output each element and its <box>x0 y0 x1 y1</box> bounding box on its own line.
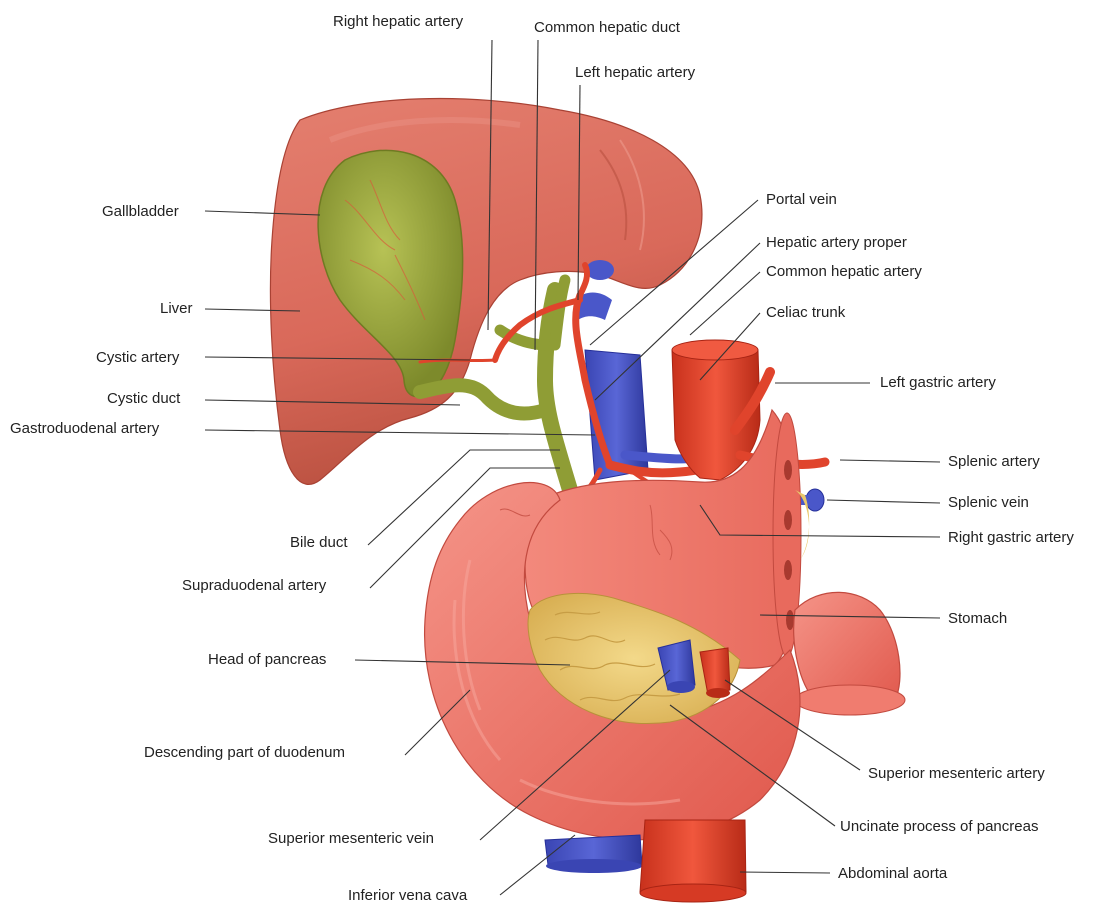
label-superior-mesenteric-vein: Superior mesenteric vein <box>268 830 434 847</box>
label-portal-vein: Portal vein <box>766 191 837 208</box>
label-descending-duodenum: Descending part of duodenum <box>144 744 345 761</box>
label-right-gastric-artery: Right gastric artery <box>948 529 1074 546</box>
label-superior-mesenteric-artery: Superior mesenteric artery <box>868 765 1045 782</box>
label-splenic-artery: Splenic artery <box>948 453 1040 470</box>
label-common-hepatic-duct: Common hepatic duct <box>534 19 681 36</box>
label-stomach: Stomach <box>948 610 1007 627</box>
label-bile-duct: Bile duct <box>290 534 348 551</box>
label-liver: Liver <box>160 300 193 317</box>
label-abdominal-aorta: Abdominal aorta <box>838 865 948 882</box>
label-celiac-trunk: Celiac trunk <box>766 304 846 321</box>
label-hepatic-artery-proper: Hepatic artery proper <box>766 234 907 251</box>
jejunum-shape <box>794 592 905 715</box>
label-gastroduodenal-artery: Gastroduodenal artery <box>10 420 160 437</box>
aorta-upper-shape <box>672 340 825 480</box>
label-supraduodenal-artery: Supraduodenal artery <box>182 577 327 594</box>
label-gallbladder: Gallbladder <box>102 203 179 220</box>
ivc-lower-shape <box>545 835 642 873</box>
label-cystic-artery: Cystic artery <box>96 349 180 366</box>
aorta-lower-shape <box>640 820 746 902</box>
label-left-gastric-artery: Left gastric artery <box>880 374 996 391</box>
label-cystic-duct: Cystic duct <box>107 390 181 407</box>
label-splenic-vein: Splenic vein <box>948 494 1029 511</box>
label-inferior-vena-cava: Inferior vena cava <box>348 887 468 904</box>
label-left-hepatic-artery: Left hepatic artery <box>575 64 696 81</box>
label-right-hepatic-artery: Right hepatic artery <box>333 13 464 30</box>
label-uncinate-process: Uncinate process of pancreas <box>840 818 1038 835</box>
label-common-hepatic-artery: Common hepatic artery <box>766 263 922 280</box>
label-head-of-pancreas: Head of pancreas <box>208 651 326 668</box>
